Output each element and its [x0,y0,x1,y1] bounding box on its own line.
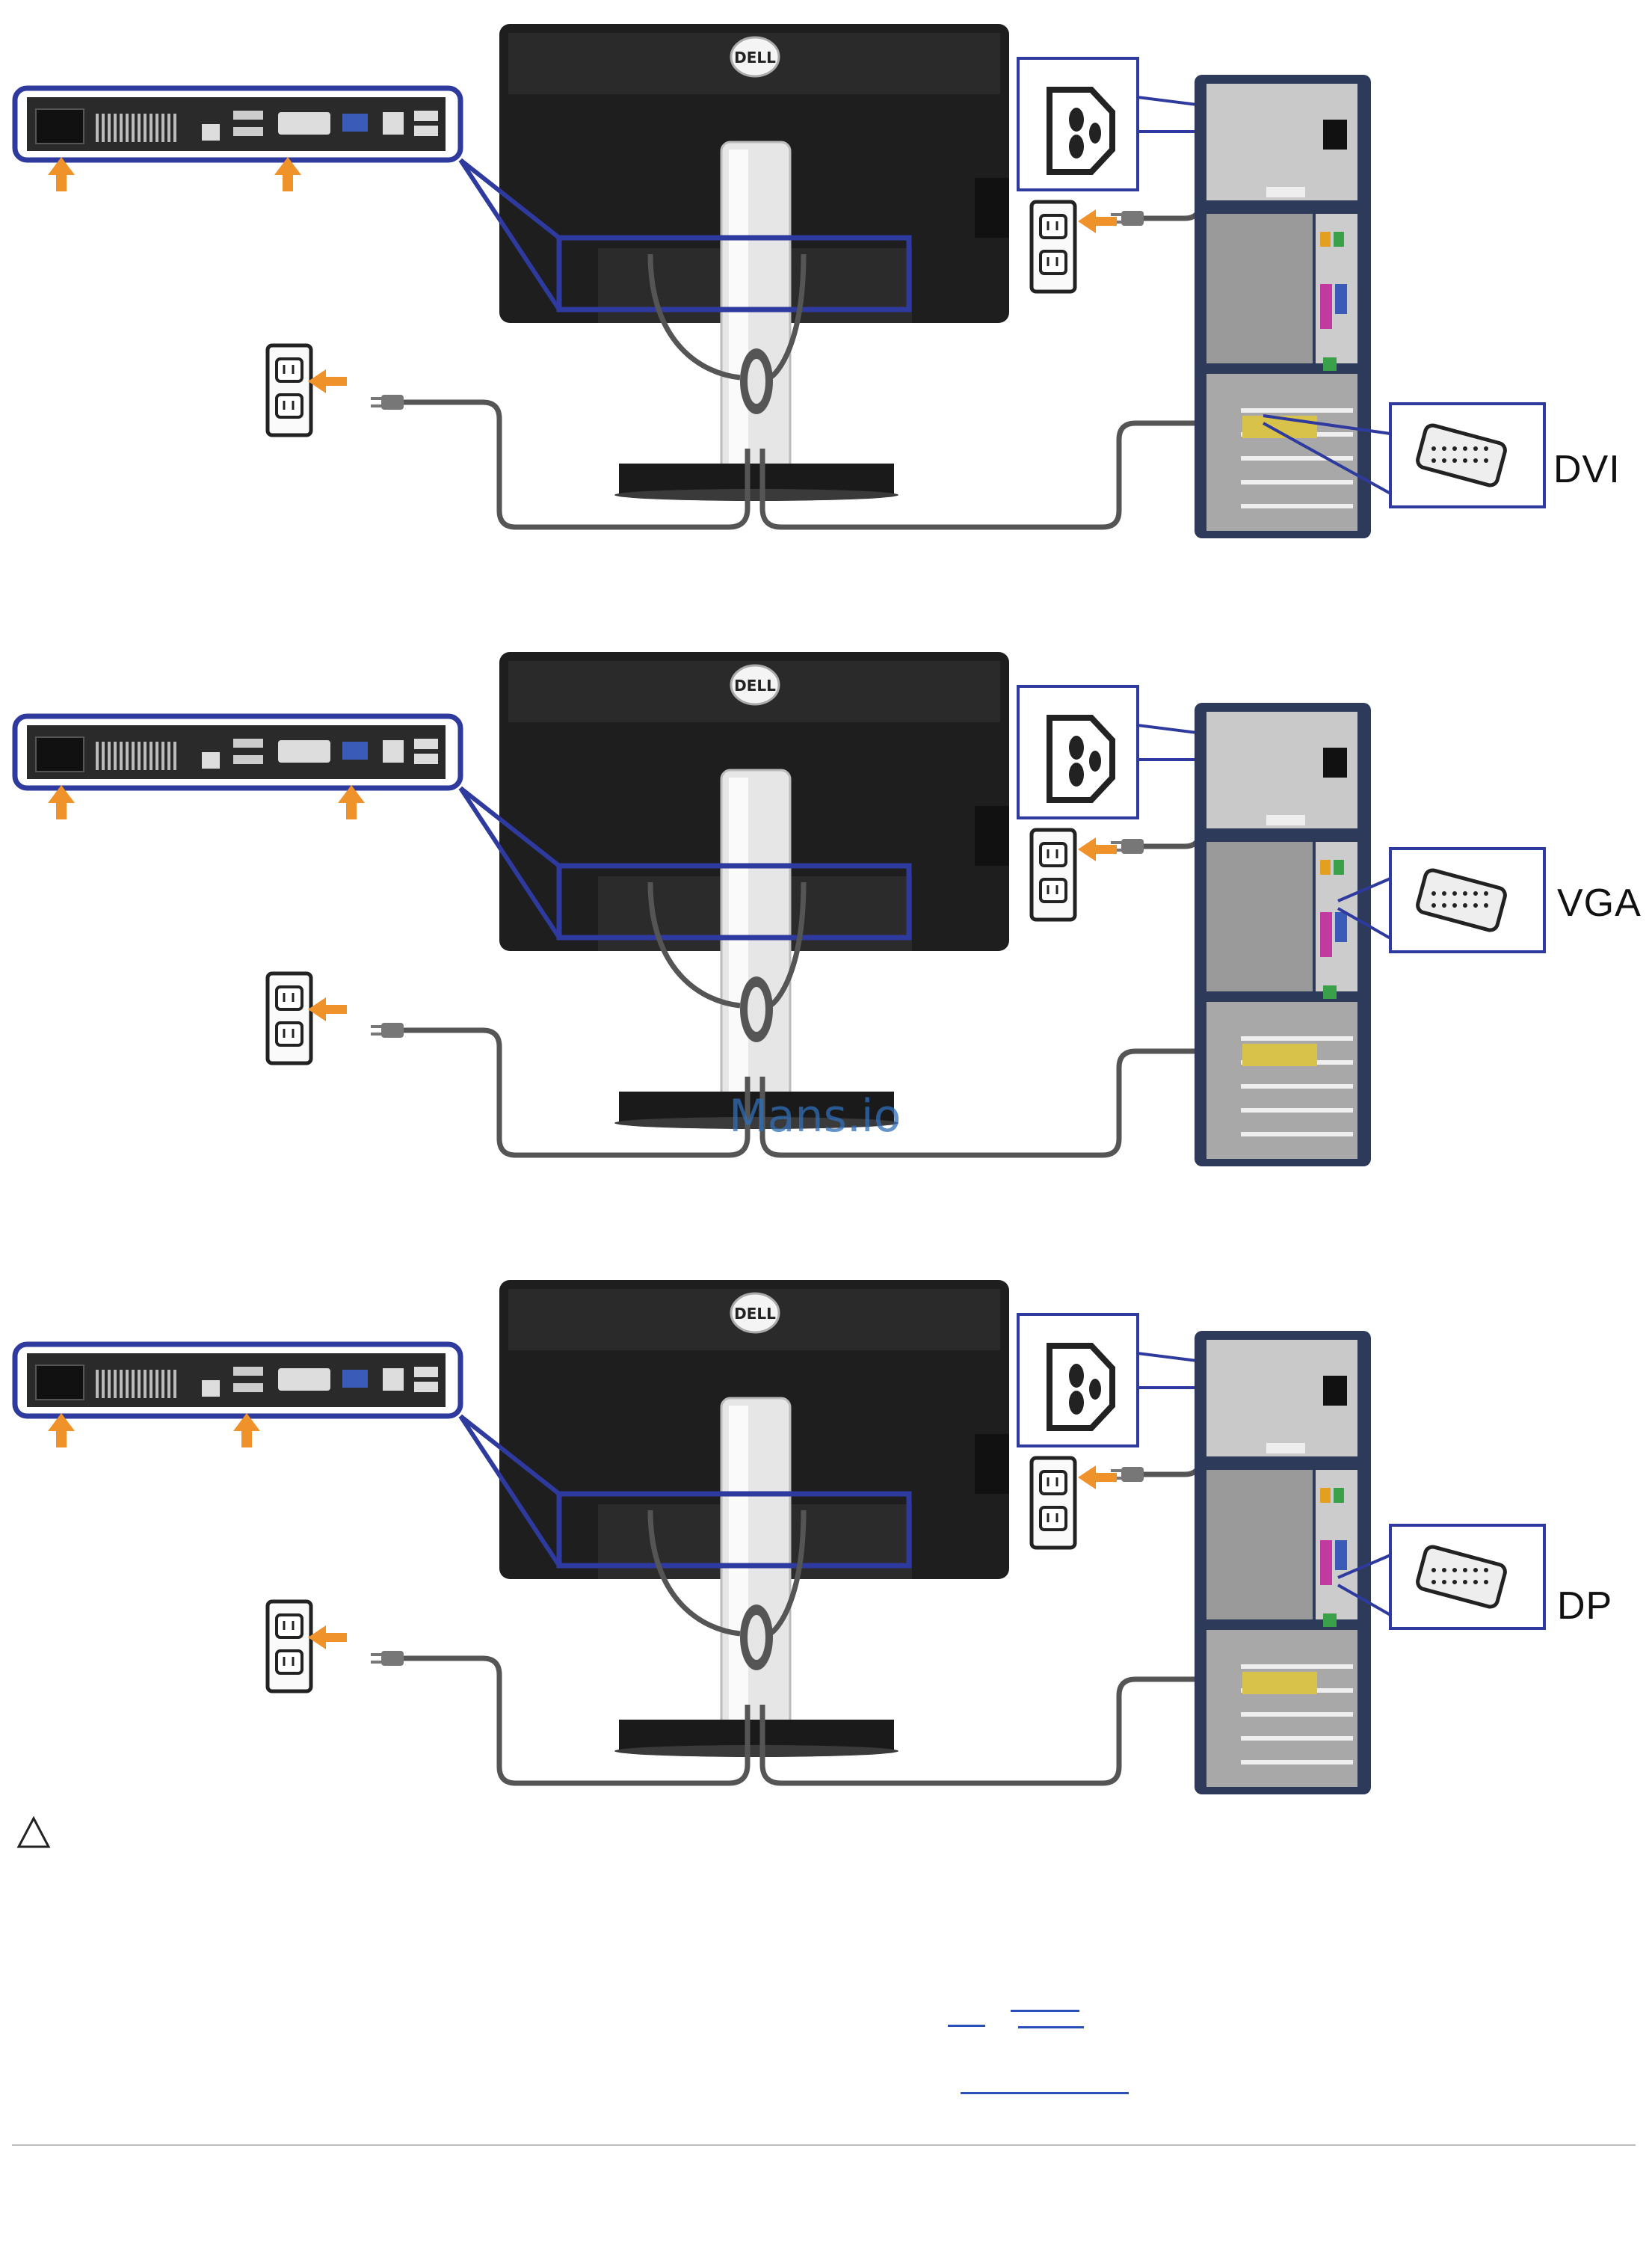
pc-tower [1195,75,1371,538]
monitor-stand [614,141,899,501]
link-underline-3[interactable] [1018,2026,1084,2028]
orange-arrow-up [233,1413,260,1447]
orange-arrow [1078,837,1117,861]
connector-zoom-3 [1337,1524,1546,1630]
wall-outlet [265,343,313,437]
monitor-port-panel-zoom [12,713,463,791]
monitor-port-panel-zoom [12,85,463,163]
link-underline-4[interactable] [961,2092,1129,2094]
power-plug [371,1651,404,1666]
wall-outlet [265,1599,313,1693]
orange-arrow [308,997,347,1021]
svg-text:DELL: DELL [734,49,776,67]
connector-label-vga: VGA [1557,881,1642,925]
highlight-callout [458,1414,912,1569]
connector-label-dvi: DVI [1553,448,1621,491]
orange-arrow-up [338,785,365,819]
connector-zoom-2 [1337,847,1546,953]
orange-arrow-up [48,157,75,191]
monitor-stand [614,1397,899,1757]
connection-diagram-1: DELL [12,24,1546,538]
connection-diagram-2: DELL [12,652,1546,1166]
wall-outlet [1029,1456,1077,1550]
wall-outlet [265,971,313,1065]
connection-diagram-3: DELL [12,1280,1546,1794]
orange-arrow [1078,209,1117,233]
connector-zoom-1 [1263,402,1546,508]
svg-text:DELL: DELL [734,1305,776,1323]
divider [12,2144,1636,2146]
orange-arrow [1078,1465,1117,1489]
orange-arrow-up [48,785,75,819]
orange-arrow-up [48,1413,75,1447]
pc-tower [1195,703,1371,1166]
pc-tower [1195,1331,1371,1794]
connector-label-dp: DP [1557,1584,1613,1628]
orange-arrow [308,1625,347,1649]
monitor-port-panel-zoom [12,1341,463,1419]
monitor-stand [614,769,899,1129]
power-plug [371,1023,404,1038]
orange-arrow [308,369,347,393]
power-socket-zoom [1017,1313,1316,1447]
svg-text:DELL: DELL [734,677,776,695]
wall-outlet [1029,828,1077,922]
power-plug [371,395,404,410]
warning-triangle-icon [16,1815,51,1848]
watermark: Mans.io [729,1090,901,1142]
highlight-callout [458,158,912,313]
link-underline-1[interactable] [948,2025,985,2027]
wall-outlet [1029,200,1077,294]
orange-arrow-up [274,157,301,191]
link-underline-2[interactable] [1011,2010,1079,2012]
highlight-callout [458,786,912,941]
